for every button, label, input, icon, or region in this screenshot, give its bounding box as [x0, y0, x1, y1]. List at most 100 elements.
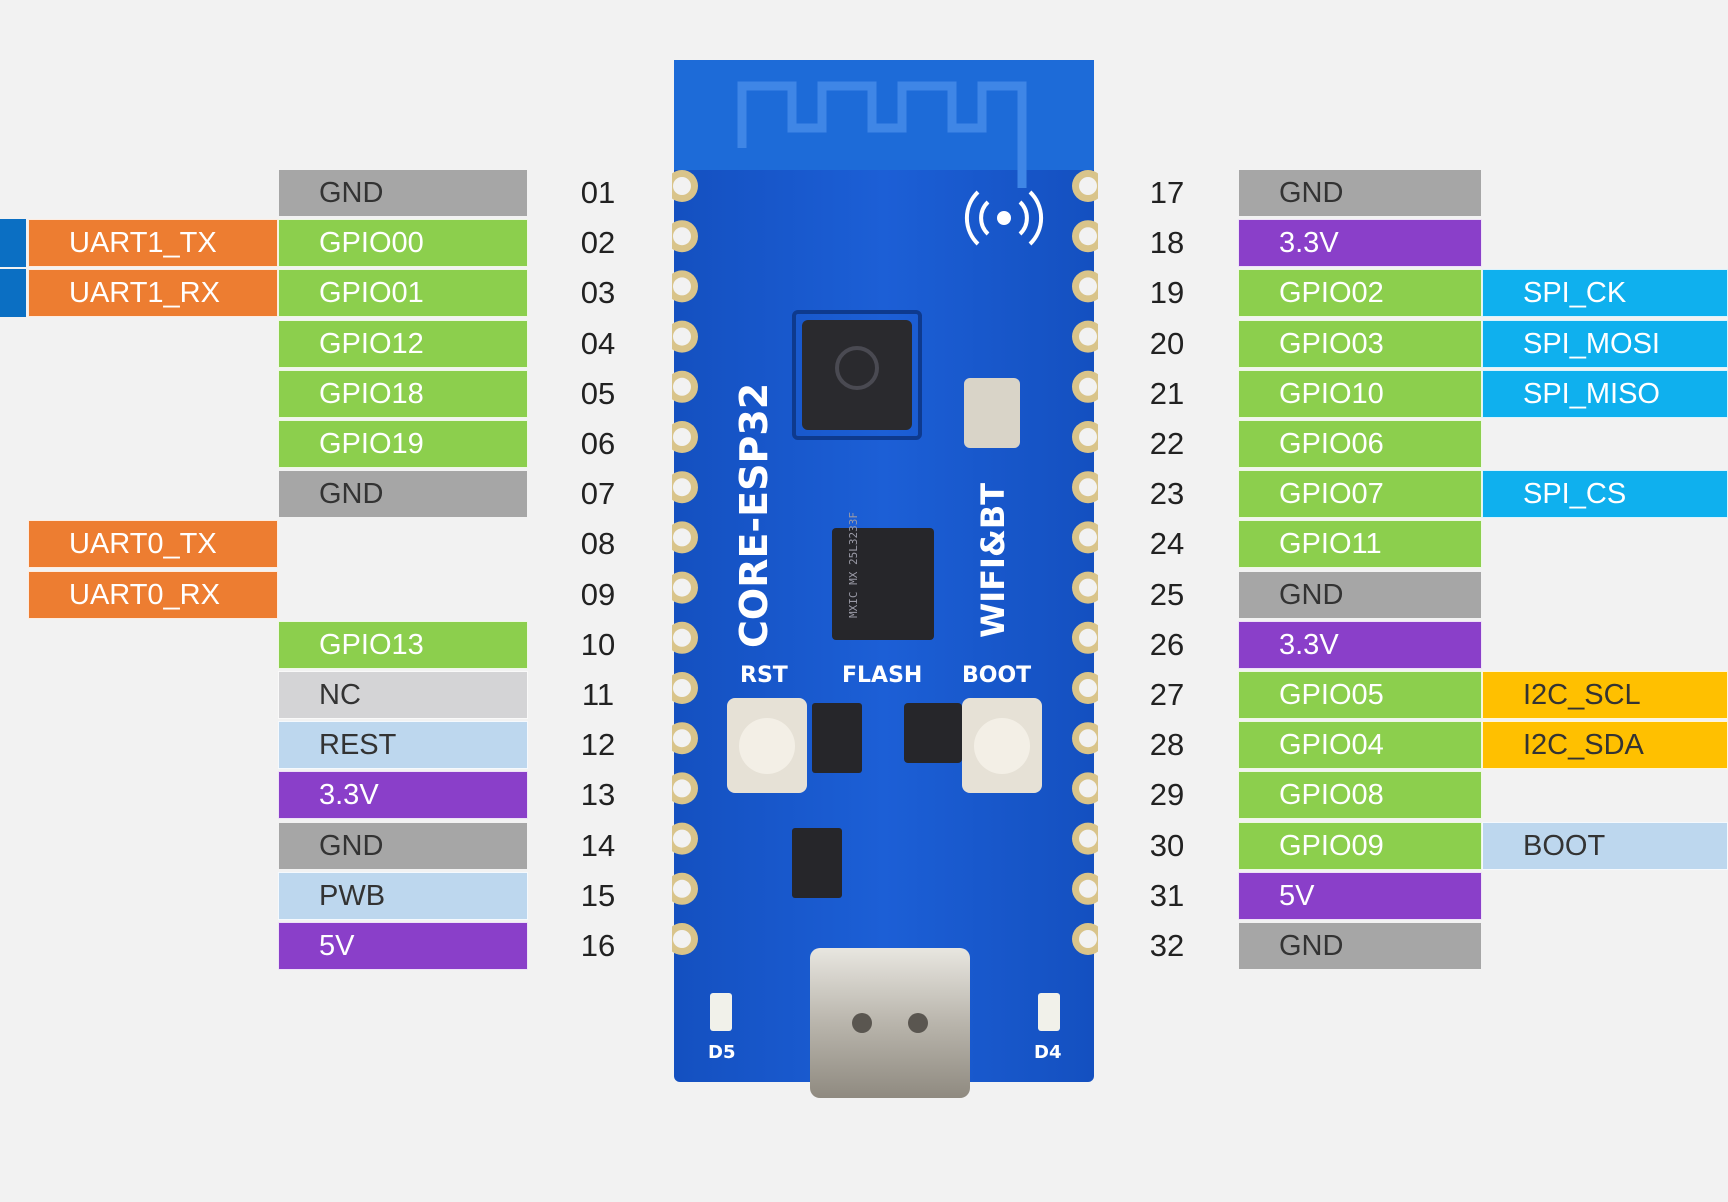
- pin-04-name-label: GPIO12: [319, 327, 424, 360]
- antenna-trace: [737, 81, 1027, 188]
- pin-30-alt-label: BOOT: [1523, 829, 1606, 862]
- header-pad-hole: [1079, 177, 1097, 195]
- pin-27-alt-label: I2C_SCL: [1523, 678, 1641, 711]
- header-pad-hole: [1079, 478, 1097, 497]
- header-pad-hole: [1079, 578, 1097, 597]
- flash-chip: [832, 528, 934, 640]
- pin-32-name: GND: [1238, 922, 1482, 970]
- header-pad-hole: [673, 227, 691, 246]
- pin-30-alt: BOOT: [1482, 822, 1728, 870]
- pin-02-name-label: GPIO00: [319, 226, 424, 259]
- pin-20-name-label: GPIO03: [1279, 327, 1384, 360]
- pin-number-32: 32: [1149, 928, 1185, 963]
- pin-28-alt: I2C_SDA: [1482, 721, 1728, 769]
- usb-c-port: [810, 948, 970, 1098]
- header-pad-hole: [1079, 829, 1097, 848]
- pin-number-29: 29: [1149, 777, 1185, 812]
- pin-25-name-label: GND: [1279, 578, 1344, 611]
- pin-number-19: 19: [1149, 275, 1185, 310]
- pin-18-name: 3.3V: [1238, 219, 1482, 267]
- pin-19-alt: SPI_CK: [1482, 269, 1728, 317]
- header-pad-hole: [673, 879, 691, 898]
- pin-26-name-label: 3.3V: [1279, 628, 1339, 661]
- pin-19-alt-label: SPI_CK: [1523, 276, 1627, 309]
- header-pad-hole: [1079, 227, 1097, 246]
- pin-16-name-label: 5V: [319, 929, 355, 962]
- pin-06-name: GPIO19: [278, 420, 528, 468]
- flash-label: FLASH: [842, 663, 922, 688]
- header-pads: [666, 170, 1104, 955]
- header-pad-hole: [673, 829, 691, 848]
- pin-number-27: 27: [1149, 677, 1185, 712]
- pin-number-14: 14: [580, 828, 616, 863]
- pin-10-name-label: GPIO13: [319, 628, 424, 661]
- pin-number-22: 22: [1149, 426, 1185, 461]
- header-pad-hole: [673, 478, 691, 497]
- pin-01-name-label: GND: [319, 176, 384, 209]
- header-pad-hole: [673, 628, 691, 647]
- pin-27-name-label: GPIO05: [1279, 678, 1384, 711]
- pin-28-name-label: GPIO04: [1279, 728, 1384, 761]
- usb-serial-chip: [812, 703, 862, 773]
- pin-19-name: GPIO02: [1238, 269, 1482, 317]
- pin-32-name-label: GND: [1279, 929, 1344, 962]
- pin-01-name: GND: [278, 169, 528, 217]
- core-esp32-board: MXIC MX 25L3233F: [666, 58, 1104, 1108]
- pin-number-08: 08: [580, 526, 616, 561]
- board-illustration: MXIC MX 25L3233F: [666, 60, 1104, 1098]
- board-name-label: CORE-ESP32: [732, 383, 776, 648]
- pin-31-name: 5V: [1238, 872, 1482, 920]
- pin-23-name: GPIO07: [1238, 470, 1482, 518]
- header-pad-hole: [1079, 879, 1097, 898]
- pin-29-name: GPIO08: [1238, 771, 1482, 819]
- pin-number-30: 30: [1149, 828, 1185, 863]
- pin-number-28: 28: [1149, 727, 1185, 762]
- pin-number-12: 12: [580, 727, 616, 762]
- pin-11-name: NC: [278, 671, 528, 719]
- pin-number-11: 11: [581, 677, 615, 712]
- pin-22-name: GPIO06: [1238, 420, 1482, 468]
- pin-number-16: 16: [580, 928, 616, 963]
- pin-number-31: 31: [1149, 878, 1185, 913]
- crystal: [964, 378, 1020, 448]
- pin-03-alt: UART1_RX: [28, 269, 278, 317]
- pin-30-name-label: GPIO09: [1279, 829, 1384, 862]
- pin-21-alt-label: SPI_MISO: [1523, 377, 1660, 410]
- pin-number-07: 07: [580, 476, 616, 511]
- pin-29-name-label: GPIO08: [1279, 778, 1384, 811]
- header-pad-hole: [673, 779, 691, 798]
- boot-label: BOOT: [962, 663, 1031, 688]
- pin-26-name: 3.3V: [1238, 621, 1482, 669]
- pin-18-name-label: 3.3V: [1279, 226, 1339, 259]
- pin-number-21: 21: [1149, 376, 1185, 411]
- pin-28-name: GPIO04: [1238, 721, 1482, 769]
- pin-20-alt: SPI_MOSI: [1482, 320, 1728, 368]
- pin-06-name-label: GPIO19: [319, 427, 424, 460]
- pin-15-name: PWB: [278, 872, 528, 920]
- pin-10-name: GPIO13: [278, 621, 528, 669]
- pin-23-name-label: GPIO07: [1279, 477, 1384, 510]
- wifi-signal-icon: [964, 190, 1044, 246]
- led-d4: [1038, 993, 1060, 1031]
- pin-22-name-label: GPIO06: [1279, 427, 1384, 460]
- pin-12-name: REST: [278, 721, 528, 769]
- pin-27-alt: I2C_SCL: [1482, 671, 1728, 719]
- header-pad-hole: [673, 578, 691, 597]
- pin-number-04: 04: [580, 326, 616, 361]
- header-pad-hole: [673, 528, 691, 547]
- pin-number-10: 10: [580, 627, 616, 662]
- pin-09-alt-label: UART0_RX: [69, 578, 220, 611]
- pin-number-23: 23: [1149, 476, 1185, 511]
- regulator-chip: [792, 828, 842, 898]
- pin-21-name: GPIO10: [1238, 370, 1482, 418]
- pin-03-name-label: GPIO01: [319, 276, 424, 309]
- pin-number-06: 06: [580, 426, 616, 461]
- pin-17-name: GND: [1238, 169, 1482, 217]
- pin-27-name: GPIO05: [1238, 671, 1482, 719]
- header-pad-hole: [673, 327, 691, 346]
- pin-15-name-label: PWB: [319, 879, 386, 912]
- header-pad-hole: [1079, 930, 1097, 948]
- pin-number-18: 18: [1149, 225, 1185, 260]
- pin-14-name: GND: [278, 822, 528, 870]
